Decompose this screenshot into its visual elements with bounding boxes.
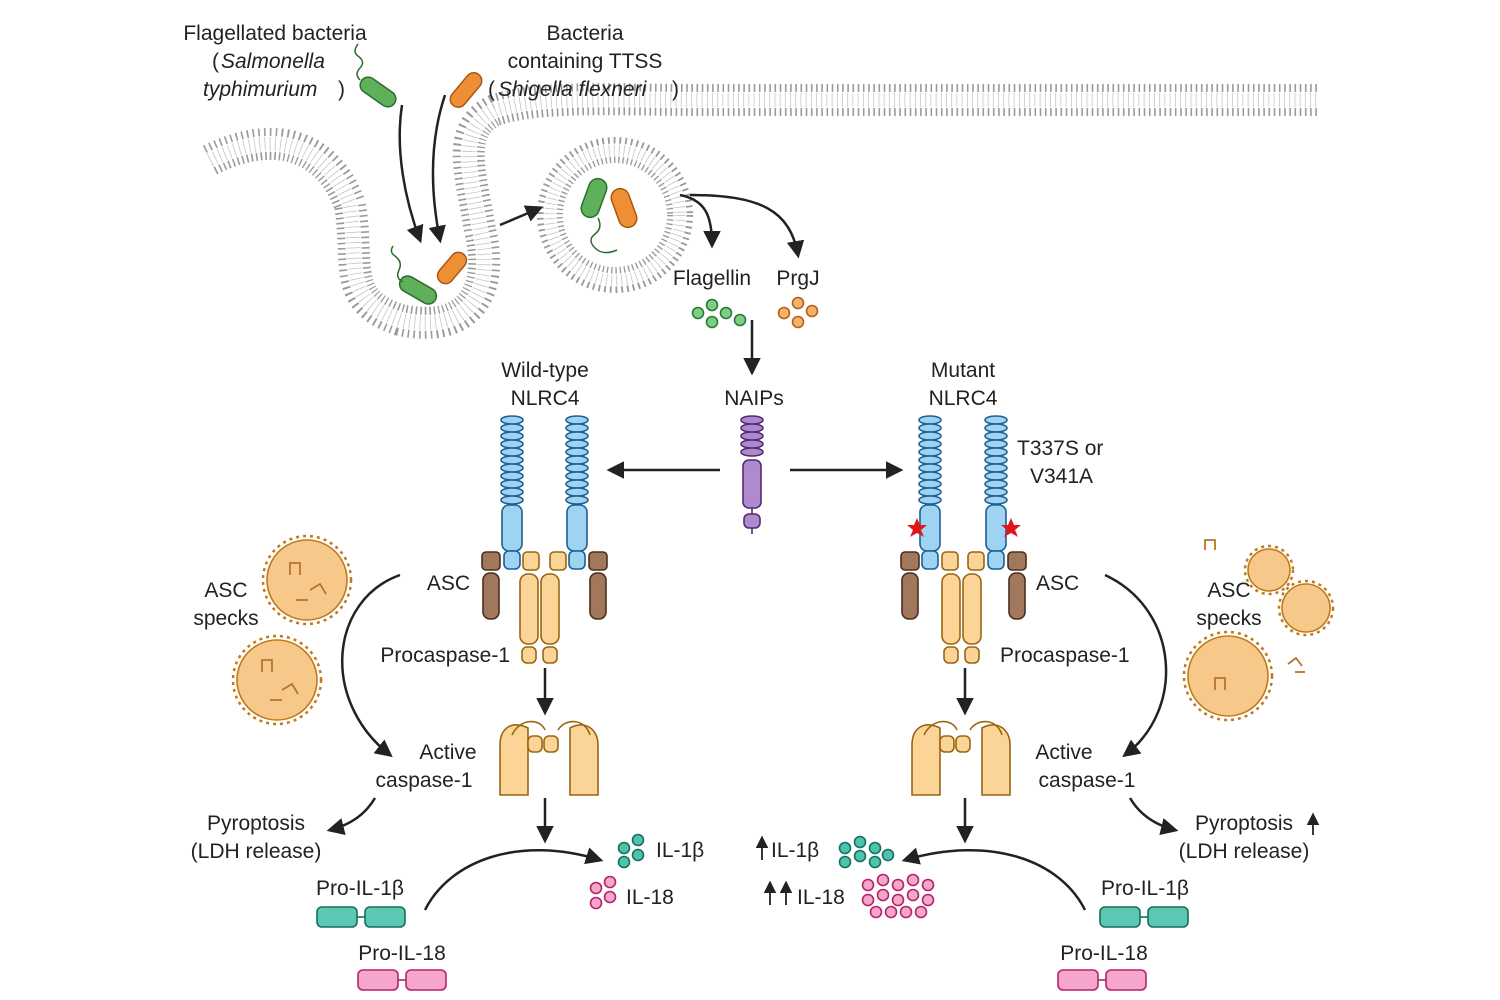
label-flagellin: Flagellin: [673, 267, 751, 290]
label-il1b-left: IL-1β: [656, 839, 704, 862]
label-pro-il18-right: Pro-IL-18: [1060, 942, 1148, 965]
label-active-left-2: caspase-1: [376, 769, 473, 792]
asc-speck-spikes: [231, 534, 1335, 726]
pro-il1b-right: [1099, 906, 1189, 928]
label-pyroptosis-left-1: Pyroptosis: [207, 812, 305, 835]
pathway-arrows: [326, 573, 1179, 911]
salmonella-bacterium: [354, 43, 397, 108]
label-pyroptosis-right-1: Pyroptosis: [1195, 812, 1293, 835]
label-mutation-2: V341A: [1030, 465, 1093, 488]
asc-proteins-right: [900, 551, 1027, 620]
nlrc4-lrr-right: [565, 415, 589, 570]
pro-il18-left: [357, 969, 447, 991]
label-ttss-3c: ): [672, 78, 679, 101]
procaspase-left: [519, 551, 567, 664]
label-procaspase-left: Procaspase-1: [380, 644, 510, 667]
pro-il18-right: [1057, 969, 1147, 991]
label-ttss-3b: Shigella flexneri: [498, 78, 648, 101]
mutant-lrr-right: [984, 415, 1008, 570]
wildtype-nlrc4-complex: [481, 415, 608, 664]
label-specks-right-2: specks: [1196, 607, 1261, 630]
label-pro-il1b-right: Pro-IL-1β: [1101, 877, 1189, 900]
procaspase-right: [941, 551, 985, 664]
label-procaspase-right: Procaspase-1: [1000, 644, 1130, 667]
il18-particles-left: [589, 875, 617, 910]
active-caspase-left: [499, 720, 599, 796]
label-specks-left-1: ASC: [204, 579, 247, 602]
label-pyroptosis-left-2: (LDH release): [191, 840, 322, 863]
il1b-particles-left: [617, 833, 645, 869]
label-flagellated-2b: Salmonella: [221, 50, 325, 73]
label-ttss-2: containing TTSS: [508, 50, 663, 73]
mutant-lrr-left: [918, 415, 942, 570]
label-active-left-1: Active: [419, 741, 476, 764]
asc-speck-icon: [236, 539, 1331, 721]
label-asc-left: ASC: [427, 572, 470, 595]
active-caspase-right: [911, 720, 1011, 796]
label-mutation-1: T337S or: [1017, 437, 1103, 460]
label-il18-right: IL-18: [797, 886, 845, 909]
label-wildtype-1: Wild-type: [501, 359, 589, 382]
label-wildtype-2: NLRC4: [511, 387, 580, 410]
label-pyroptosis-right-2: (LDH release): [1179, 840, 1310, 863]
asc-filaments: [261, 539, 1305, 701]
label-specks-right-1: ASC: [1207, 579, 1250, 602]
label-il18-left: IL-18: [626, 886, 674, 909]
entry-arrows: [398, 94, 904, 479]
increase-arrow-icon: [755, 812, 1320, 905]
label-flagellated-1: Flagellated bacteria: [183, 22, 367, 45]
internalized-bacteria: [390, 245, 468, 305]
cell-membrane: [202, 83, 1320, 339]
label-specks-left-2: specks: [193, 607, 258, 630]
asc-proteins-left: [481, 551, 608, 620]
il1b-particles-right: [838, 835, 895, 869]
mutation-star-icon: [907, 518, 1021, 537]
label-flagellated-3b: ): [338, 78, 345, 101]
label-mutant-1: Mutant: [931, 359, 995, 382]
label-asc-right: ASC: [1036, 572, 1079, 595]
naip-protein: [740, 415, 764, 534]
label-active-right-2: caspase-1: [1039, 769, 1136, 792]
prgj-particles: [777, 296, 819, 329]
il18-particles-right: [861, 873, 935, 919]
label-flagellated-3a: typhimurium: [203, 78, 317, 101]
label-mutant-2: NLRC4: [929, 387, 998, 410]
flagellin-particles: [691, 298, 747, 329]
shigella-bacterium: [449, 72, 483, 108]
label-pro-il1b-left: Pro-IL-1β: [316, 877, 404, 900]
label-active-right-1: Active: [1035, 741, 1092, 764]
label-naips: NAIPs: [724, 387, 784, 410]
label-flagellated-2a: (: [212, 50, 219, 73]
mutant-nlrc4-complex: [900, 415, 1027, 664]
label-ttss-3a: (: [488, 78, 495, 101]
vesicle: [537, 137, 693, 293]
pro-il1b-left: [316, 906, 406, 928]
label-il1b-right: IL-1β: [771, 839, 819, 862]
label-prgj: PrgJ: [776, 267, 819, 290]
label-ttss-1: Bacteria: [546, 22, 623, 45]
nlrc4-lrr-left: [500, 415, 524, 570]
label-pro-il18-left: Pro-IL-18: [358, 942, 446, 965]
